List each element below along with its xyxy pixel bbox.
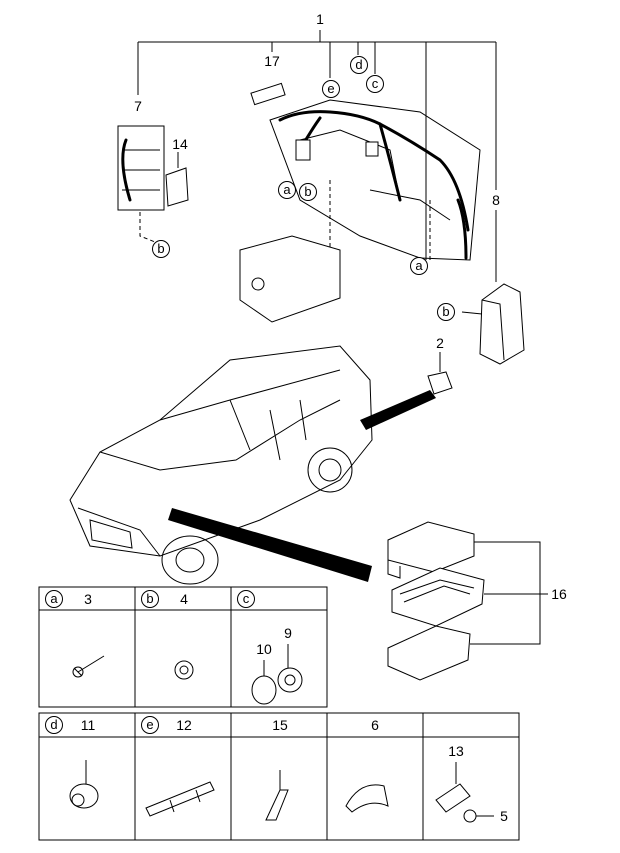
fuse-box-16 xyxy=(387,521,548,681)
callout-b-2: b xyxy=(152,240,170,258)
vehicle-illustration xyxy=(69,345,436,585)
callout-16: 16 xyxy=(551,586,567,602)
table-part-12: 12 xyxy=(176,717,192,733)
table-letter-e: e xyxy=(141,716,159,734)
callout-bracket-1 xyxy=(137,30,497,282)
callout-2: 2 xyxy=(436,335,444,351)
table-part-9: 9 xyxy=(284,625,292,641)
callout-8: 8 xyxy=(492,192,500,208)
table-part-13: 13 xyxy=(448,743,464,759)
callout-14: 14 xyxy=(172,136,188,152)
callout-1: 1 xyxy=(316,11,324,27)
relay-2 xyxy=(427,352,453,395)
table-part-4: 4 xyxy=(180,591,188,607)
callout-a-1: a xyxy=(278,181,296,199)
dashboard-wiring-harness xyxy=(239,82,481,323)
callout-a-2: a xyxy=(410,257,428,275)
callout-7: 7 xyxy=(134,98,142,114)
table-part-15: 15 xyxy=(272,717,288,733)
table-part-10: 10 xyxy=(256,641,272,657)
callout-b-1: b xyxy=(299,183,317,201)
junction-module-7 xyxy=(117,125,189,245)
callout-d: d xyxy=(350,56,368,74)
table-part-5: 5 xyxy=(500,808,508,824)
callout-c: c xyxy=(366,75,384,93)
table-part-6: 6 xyxy=(371,717,379,733)
parts-table-bottom xyxy=(38,712,520,841)
callout-b-3: b xyxy=(437,303,455,321)
table-part-11: 11 xyxy=(80,717,96,733)
table-letter-b: b xyxy=(141,590,159,608)
table-letter-c: c xyxy=(237,590,255,608)
parts-table-top xyxy=(38,586,328,708)
callout-17: 17 xyxy=(264,53,280,69)
table-part-3: 3 xyxy=(84,591,92,607)
table-letter-d: d xyxy=(45,716,63,734)
callout-e: e xyxy=(322,80,340,98)
table-letter-a: a xyxy=(45,590,63,608)
cover-8 xyxy=(461,283,525,365)
